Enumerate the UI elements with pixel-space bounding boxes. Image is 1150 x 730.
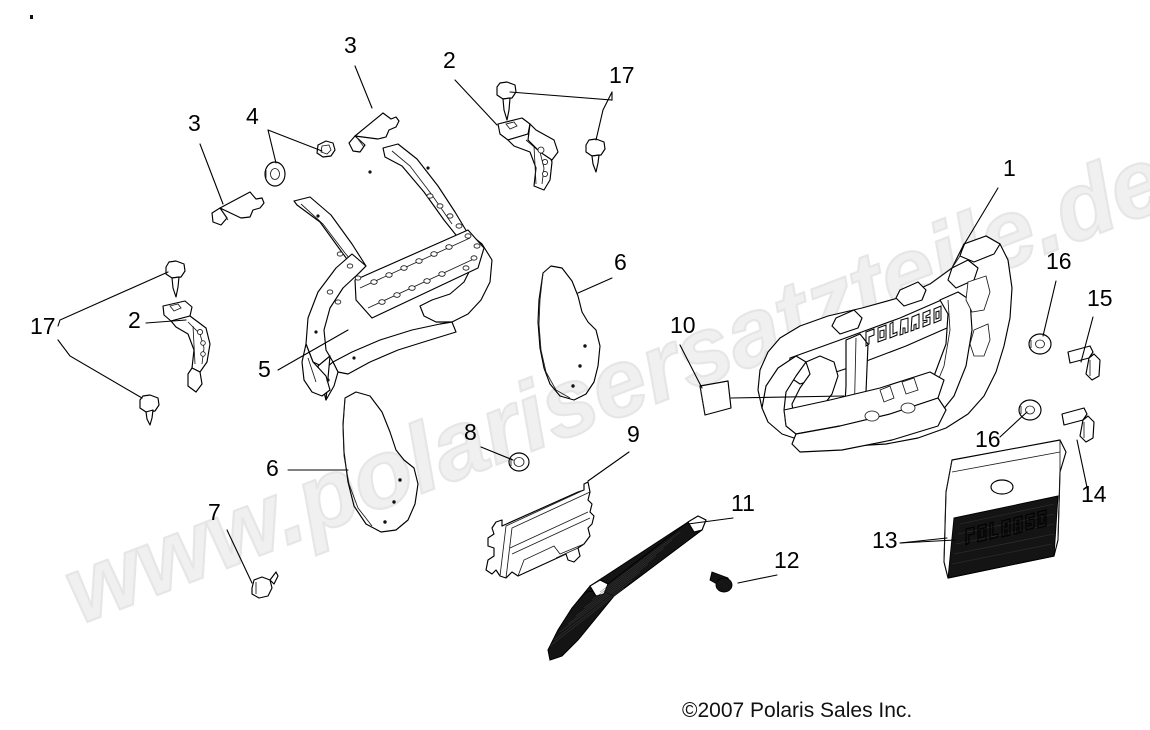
part-washer-left: [264, 161, 286, 187]
callout-16: 16: [1046, 248, 1072, 274]
part-grommet: [508, 452, 530, 472]
callout-15: 15: [1087, 285, 1113, 311]
part-push-rivet-right-upper: [496, 81, 517, 121]
part-push-rivet-right-lower: [585, 138, 606, 173]
part-hex-flange-bolt-lower: [211, 191, 265, 226]
part-washer-upper: [1028, 333, 1052, 355]
part-mesh-screen: [547, 515, 707, 661]
leader-lines: [57, 65, 1094, 584]
part-flange-bolt-lower: [1061, 407, 1095, 443]
part-flange-bolt-upper: [1067, 345, 1101, 381]
part-push-rivet-left-upper: [165, 260, 186, 298]
callout-2b: 2: [128, 307, 141, 333]
part-bumper-frame-mount: [293, 143, 493, 401]
part-push-rivet-left-lower: [139, 394, 160, 426]
part-self-tapping-screw: [709, 571, 733, 593]
callout-3: 3: [344, 32, 357, 58]
callout-3b: 3: [188, 110, 201, 136]
image-speck: [30, 15, 33, 19]
part-front-bumper-main: [757, 235, 1013, 453]
callout-4: 4: [246, 103, 259, 129]
callout-17: 17: [609, 62, 635, 88]
callout-16b: 16: [975, 426, 1001, 452]
part-brush-guard-plate: [943, 439, 1067, 579]
callout-labels: 1 2 2 3 3 4 5 6 6 7 8 9 10 11 12 13 14 1…: [30, 32, 1113, 573]
callout-8: 8: [464, 419, 477, 445]
callout-9: 9: [627, 421, 640, 447]
callout-10: 10: [670, 312, 696, 338]
part-hex-flange-bolt-upper: [348, 112, 400, 153]
bumper-logo: [865, 305, 942, 347]
part-spacer-plate: [699, 380, 732, 416]
callout-5: 5: [258, 356, 271, 382]
callout-12: 12: [774, 547, 800, 573]
callout-1: 1: [1003, 155, 1016, 181]
callout-6b: 6: [266, 455, 279, 481]
part-flange-nut: [316, 140, 336, 158]
part-mounting-bracket-right: [497, 117, 559, 191]
part-side-panel-upper: [537, 265, 601, 401]
copyright-notice: ©2007 Polaris Sales Inc.: [682, 699, 912, 722]
part-push-rivet-lower-left: [251, 571, 279, 599]
callout-11: 11: [731, 490, 755, 516]
part-screen-frame: [485, 481, 595, 579]
callout-17b: 17: [30, 313, 56, 339]
callout-14: 14: [1081, 481, 1107, 507]
plate-logo: [965, 509, 1047, 547]
callout-6: 6: [614, 249, 627, 275]
callout-7: 7: [208, 499, 221, 525]
callout-2: 2: [443, 47, 456, 73]
callout-13: 13: [872, 527, 898, 553]
part-mounting-bracket-left: [162, 300, 211, 393]
